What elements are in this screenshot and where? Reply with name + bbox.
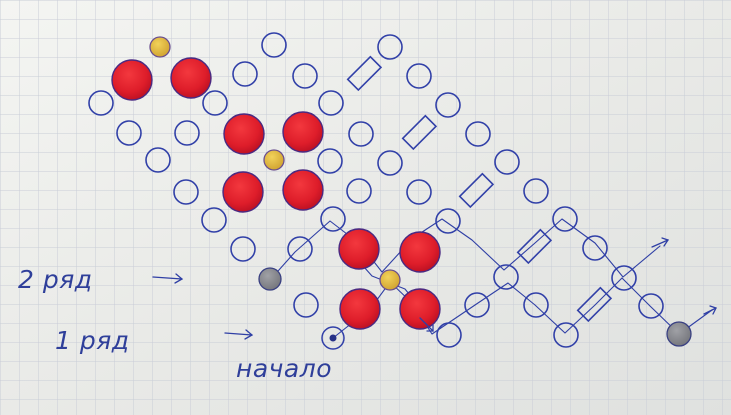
outline-bead	[287, 236, 313, 262]
flower-bottom	[338, 228, 441, 330]
red-bead	[338, 228, 380, 270]
outline-bead	[436, 322, 462, 348]
yellow-bead	[149, 36, 171, 58]
outline-bead	[116, 120, 142, 146]
outline-bead	[317, 148, 343, 174]
outline-bead	[493, 264, 519, 290]
outline-bead	[318, 90, 344, 116]
row2-label-group: 2 ряд	[18, 265, 184, 294]
red-bead	[399, 231, 441, 273]
outline-bead	[552, 206, 578, 232]
outline-bead	[435, 92, 461, 118]
outline-bead	[88, 90, 114, 116]
flower-middle	[222, 111, 324, 213]
outline-bead	[173, 179, 199, 205]
bugle-bead	[401, 114, 438, 151]
outline-bead	[145, 147, 171, 173]
outline-bead	[261, 32, 287, 58]
outline-bead	[523, 292, 549, 318]
outline-beads	[88, 32, 664, 348]
outline-bead	[202, 90, 228, 116]
red-bead	[282, 111, 324, 153]
outline-bead	[377, 150, 403, 176]
grey-bead	[258, 267, 282, 291]
row1-label: 1 ряд	[55, 326, 130, 355]
outline-bead	[638, 293, 664, 319]
outline-bead	[406, 63, 432, 89]
outline-bead	[494, 149, 520, 175]
red-bead	[222, 171, 264, 213]
outline-bead	[464, 292, 490, 318]
start-label: начало	[236, 354, 332, 383]
bugle-beads	[346, 55, 613, 323]
red-bead	[170, 57, 212, 99]
outline-bead	[611, 265, 637, 291]
thread-end-arrow-icon	[419, 237, 717, 332]
outline-bead	[553, 322, 579, 348]
outline-bead	[523, 178, 549, 204]
red-bead	[223, 113, 265, 155]
start-point-marker	[321, 326, 345, 350]
outline-bead	[230, 236, 256, 262]
bugle-bead	[576, 286, 613, 323]
outline-bead	[292, 63, 318, 89]
grey-bead	[666, 321, 692, 347]
bugle-bead	[458, 172, 495, 209]
yellow-bead	[263, 149, 285, 171]
outline-bead	[201, 207, 227, 233]
outline-bead	[406, 179, 432, 205]
red-bead	[399, 288, 441, 330]
outline-bead	[465, 121, 491, 147]
outline-bead	[348, 121, 374, 147]
flower-top	[111, 36, 212, 101]
red-bead	[111, 59, 153, 101]
outline-bead	[320, 206, 346, 232]
row1-label-group: 1 ряд	[55, 326, 254, 355]
bugle-bead	[346, 55, 383, 92]
outline-bead	[174, 120, 200, 146]
outline-bead	[582, 235, 608, 261]
row2-arrow-icon	[152, 273, 184, 284]
outline-bead	[346, 178, 372, 204]
bugle-bead	[516, 228, 553, 265]
yellow-bead	[379, 269, 401, 291]
outline-bead	[377, 34, 403, 60]
outline-bead	[435, 208, 461, 234]
row1-arrow-icon	[224, 329, 254, 340]
outline-bead	[232, 61, 258, 87]
red-bead	[282, 169, 324, 211]
red-bead	[339, 288, 381, 330]
row2-label: 2 ряд	[18, 265, 93, 294]
outline-bead	[293, 292, 319, 318]
